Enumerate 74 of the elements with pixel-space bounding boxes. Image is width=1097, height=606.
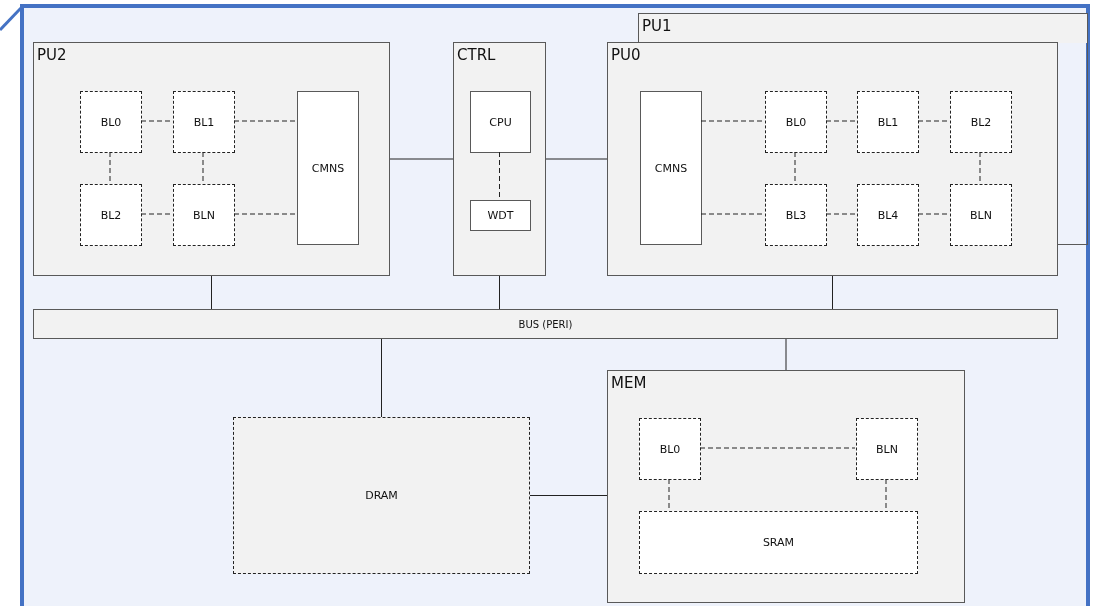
connector-line — [832, 275, 833, 310]
block-label: BUS (PERI) — [518, 318, 573, 330]
bus-bar — [33, 309, 1058, 339]
block-box — [80, 91, 142, 153]
block-box — [470, 91, 531, 153]
container-box — [607, 370, 965, 603]
connector-line — [979, 151, 981, 184]
block-label: CPU — [489, 115, 512, 129]
connector-line — [140, 213, 173, 215]
block-label: BL2 — [970, 115, 992, 129]
memory-box — [233, 417, 530, 574]
connector-line — [917, 213, 950, 215]
connector-line — [529, 495, 608, 496]
block-box — [856, 418, 918, 480]
block-label: BL1 — [193, 115, 215, 129]
block-box — [857, 184, 919, 246]
block-label: BLN — [970, 208, 992, 222]
connector-line — [211, 275, 212, 310]
connector-line — [389, 158, 454, 160]
block-label: BLN — [193, 208, 215, 222]
block-box — [639, 418, 701, 480]
connector-line — [202, 151, 204, 184]
connector-line — [668, 478, 670, 511]
block-box — [950, 184, 1012, 246]
block-label: BL0 — [100, 115, 122, 129]
connector-line — [499, 275, 500, 310]
block-label: BLN — [876, 442, 898, 456]
connector-line — [885, 478, 887, 511]
group-title: MEM — [611, 374, 647, 392]
connector-line — [499, 151, 500, 200]
container-box — [607, 42, 1058, 276]
block-label: BL0 — [659, 442, 681, 456]
block-box — [857, 91, 919, 153]
block-label: BL1 — [877, 115, 899, 129]
connector-line — [233, 213, 297, 215]
connector-line — [233, 120, 297, 122]
block-label: BL4 — [877, 208, 899, 222]
block-box — [640, 91, 702, 245]
connector-line — [699, 447, 856, 449]
group-title: PU1 — [642, 17, 672, 35]
connector-line — [917, 120, 950, 122]
container-box — [33, 42, 390, 276]
block-label: CMNS — [311, 161, 345, 175]
group-title: PU2 — [37, 46, 67, 64]
connector-line — [794, 151, 796, 184]
connector-line — [381, 338, 382, 418]
container-box — [453, 42, 546, 276]
connector-line — [825, 120, 857, 122]
block-label: BL3 — [785, 208, 807, 222]
block-label: WDT — [487, 209, 514, 222]
block-label: BL2 — [100, 208, 122, 222]
connector-line — [700, 120, 765, 122]
group-title: CTRL — [457, 46, 496, 64]
block-label: CMNS — [654, 161, 688, 175]
connector-line — [545, 158, 608, 160]
block-label: DRAM — [365, 489, 398, 502]
connector-line — [140, 120, 173, 122]
container-box — [638, 13, 1088, 43]
connector-line — [825, 213, 857, 215]
connector-line — [700, 213, 765, 215]
block-box — [173, 91, 235, 153]
block-box — [639, 511, 918, 574]
block-label: BL0 — [785, 115, 807, 129]
block-box — [80, 184, 142, 246]
connector-line — [109, 151, 111, 184]
block-box — [950, 91, 1012, 153]
block-box — [765, 184, 827, 246]
group-title: PU0 — [611, 46, 641, 64]
block-box — [173, 184, 235, 246]
connector-line — [785, 338, 787, 371]
block-box — [470, 200, 531, 231]
block-box — [297, 91, 359, 245]
block-label: SRAM — [762, 536, 795, 549]
block-box — [765, 91, 827, 153]
